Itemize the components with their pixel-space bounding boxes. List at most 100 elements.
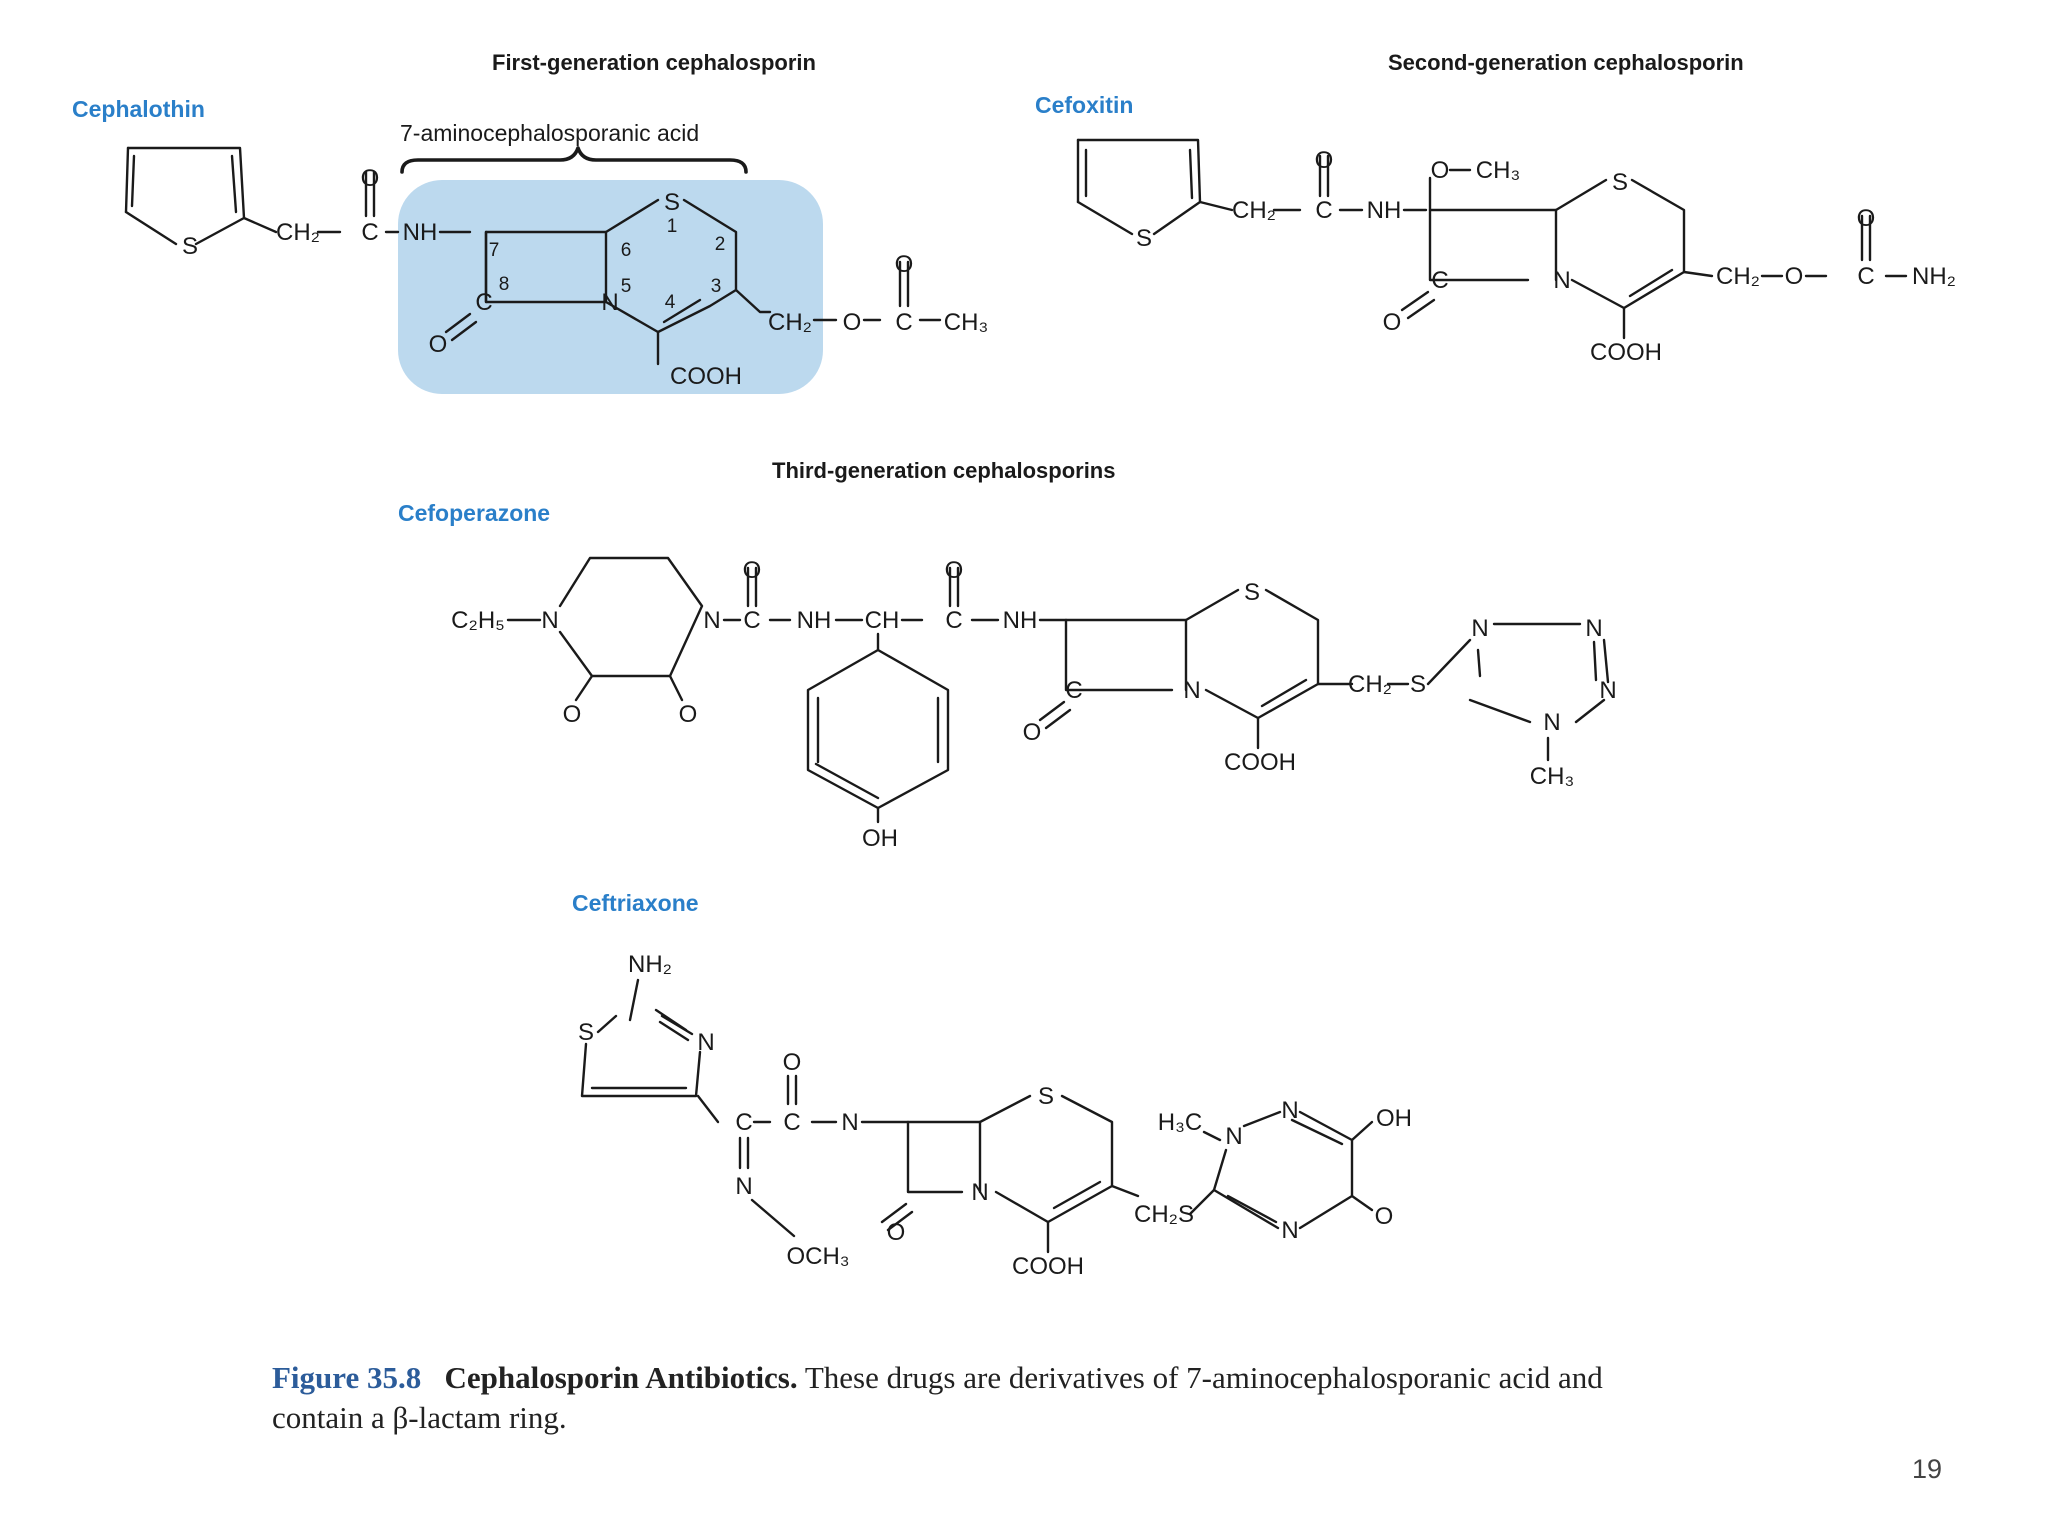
atom-label: N: [1543, 709, 1560, 736]
atom-label: NH: [1003, 607, 1038, 634]
atom-label: N: [841, 1109, 858, 1136]
atom-label: OCH₃: [786, 1243, 849, 1270]
atom-label: N: [1225, 1123, 1242, 1150]
ring-number: 8: [499, 274, 510, 295]
atom-label: C: [895, 309, 912, 336]
atom-label: NH: [797, 607, 832, 634]
figure-text-line1: These drugs are derivatives of 7-aminoce…: [804, 1360, 1603, 1395]
heading-second-generation: Second-generation cephalosporin: [1388, 50, 1744, 75]
atom-label: C₂H₅: [451, 607, 505, 634]
atom-label: O: [1375, 1203, 1394, 1230]
atom-label: C: [1431, 267, 1448, 294]
atom-label: N: [1471, 615, 1488, 642]
atom-label: N: [1183, 677, 1200, 704]
page-number: 19: [1912, 1454, 1943, 1484]
atom-label: S: [664, 189, 680, 216]
atom-label: O: [1431, 157, 1450, 184]
ceftriaxone-beta-lactam: [906, 1120, 982, 1194]
cephalothin-dihydrothiazine: [604, 198, 738, 334]
atom-label: O: [1383, 309, 1402, 336]
atom-label: S: [1410, 671, 1426, 698]
atom-label: O: [783, 1049, 802, 1076]
ceftriaxone-thiazole-ring: [580, 978, 702, 1098]
atom-label: S: [1136, 225, 1152, 252]
atom-label: N: [1281, 1097, 1298, 1124]
atom-label: N: [1553, 267, 1570, 294]
atom-label: CH₂: [276, 219, 320, 246]
core-highlight: [398, 180, 823, 394]
atom-label: C: [783, 1109, 800, 1136]
atom-label: S: [578, 1019, 594, 1046]
atom-label: N: [601, 289, 618, 316]
ceftriaxone-triazine-ring: [1212, 1110, 1354, 1230]
cefoperazone-tetrazole-ring: [1426, 622, 1610, 724]
atom-label: O: [743, 557, 762, 584]
atom-label: C: [1315, 197, 1332, 224]
drug-name-cefoperazone: Cefoperazone: [398, 500, 551, 526]
cephalothin-thiophene-ring: [124, 146, 246, 246]
atom-label: C: [1065, 677, 1082, 704]
atom-label: CH₂: [1232, 197, 1276, 224]
cefoperazone-phenyl-ring: [806, 632, 950, 810]
atom-label: OH: [862, 825, 898, 852]
ring-number: 1: [667, 216, 678, 237]
atom-label: O: [679, 701, 698, 728]
figure-number: Figure 35.8: [272, 1360, 422, 1395]
atom-label: S: [182, 233, 198, 260]
atom-label: S: [1244, 579, 1260, 606]
atom-label: N: [1585, 615, 1602, 642]
atom-label: NH: [1367, 197, 1402, 224]
ring-number: 6: [621, 240, 632, 261]
atom-label: NH₂: [1912, 263, 1956, 290]
atom-label: C: [361, 219, 378, 246]
core-brace: [400, 146, 748, 174]
drug-name-ceftriaxone: Ceftriaxone: [572, 890, 699, 916]
figure-caption: Figure 35.8 Cephalosporin Antibiotics. T…: [272, 1358, 1832, 1438]
drug-name-cefoxitin: Cefoxitin: [1035, 92, 1134, 118]
heading-first-generation: First-generation cephalosporin: [492, 50, 816, 75]
core-label: 7-aminocephalosporanic acid: [400, 120, 700, 146]
atom-label: CH₃: [944, 309, 988, 336]
atom-label: S: [1038, 1083, 1054, 1110]
atom-label: O: [1785, 263, 1804, 290]
atom-label: COOH: [1012, 1253, 1084, 1280]
atom-label: O: [945, 557, 964, 584]
atom-label: CH₃: [1476, 157, 1520, 184]
atom-label: COOH: [670, 363, 742, 390]
atom-label: N: [541, 607, 558, 634]
atom-label: COOH: [1590, 339, 1662, 366]
atom-label: O: [895, 251, 914, 278]
atom-label: N: [703, 607, 720, 634]
cefoxitin-thiophene-ring: [1076, 138, 1202, 236]
atom-label: O: [887, 1219, 906, 1246]
cefoperazone-piperazinedione-ring: [558, 556, 704, 678]
atom-label: N: [735, 1173, 752, 1200]
ring-number: 2: [715, 234, 726, 255]
atom-label: O: [429, 331, 448, 358]
atom-label: C: [945, 607, 962, 634]
cefoperazone-dihydrothiazine: [1184, 588, 1320, 720]
atom-label: O: [1857, 205, 1876, 232]
ceftriaxone-dihydrothiazine: [978, 1094, 1114, 1224]
figure-title: Cephalosporin Antibiotics.: [444, 1360, 798, 1395]
atom-label: CH: [865, 607, 900, 634]
atom-label: N: [1599, 677, 1616, 704]
atom-label: O: [1315, 147, 1334, 174]
cefoxitin-beta-lactam: [1428, 208, 1558, 282]
atom-label: C: [1857, 263, 1874, 290]
atom-label: C: [735, 1109, 752, 1136]
atom-label: CH₂: [1716, 263, 1760, 290]
atom-label: CH₂: [768, 309, 812, 336]
ring-number: 7: [489, 240, 500, 261]
atom-label: NH: [403, 219, 438, 246]
atom-label: CH₂: [1348, 671, 1392, 698]
atom-label: OH: [1376, 1105, 1412, 1132]
atom-label: CH₂S: [1134, 1201, 1194, 1228]
atom-label: C: [475, 289, 492, 316]
ring-number: 5: [621, 276, 632, 297]
atom-label: O: [563, 701, 582, 728]
cefoxitin-dihydrothiazine: [1554, 178, 1686, 310]
atom-label: C: [743, 607, 760, 634]
heading-third-generation: Third-generation cephalosporins: [772, 458, 1116, 483]
